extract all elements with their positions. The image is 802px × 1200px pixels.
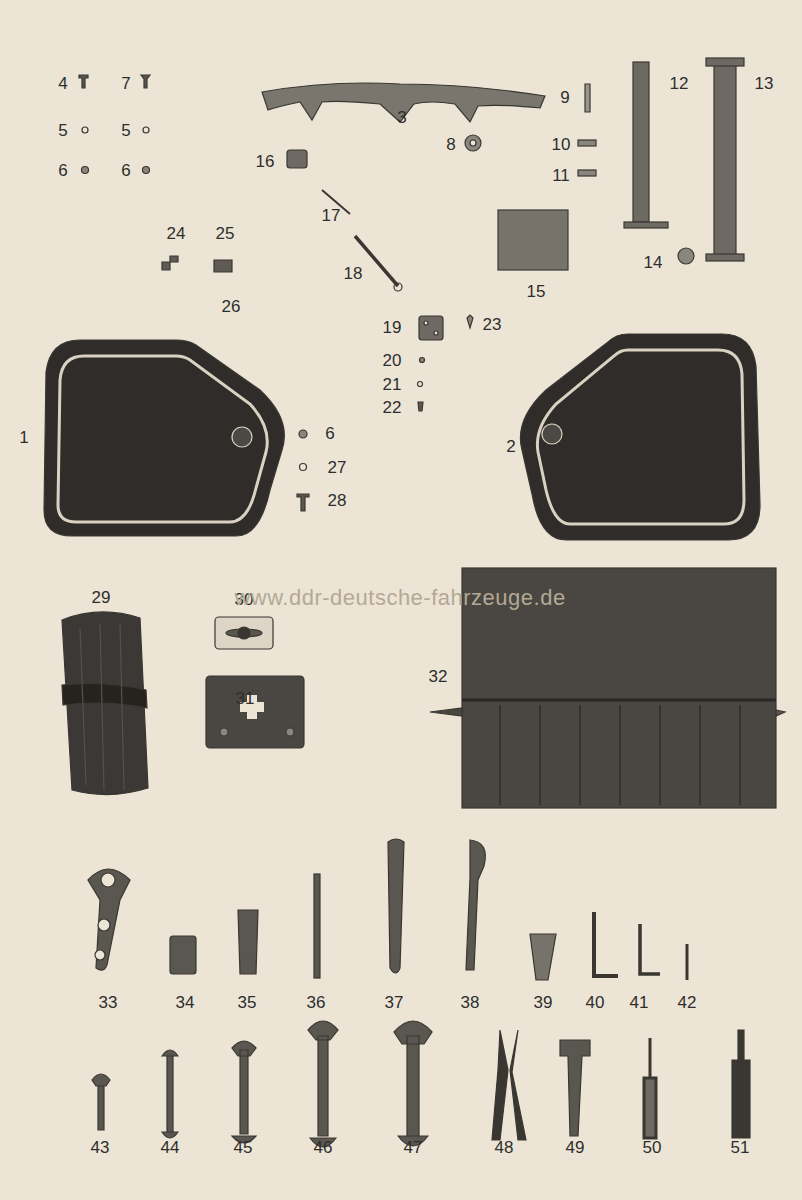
callout-number: 5 [58, 122, 67, 139]
callout-number: 32 [429, 668, 448, 685]
callout-number: 37 [385, 994, 404, 1011]
callout-number: 6 [121, 162, 130, 179]
callout-number: 43 [91, 1139, 110, 1156]
callout-number: 16 [256, 153, 275, 170]
callout-number: 38 [461, 994, 480, 1011]
callout-number: 8 [446, 136, 455, 153]
callout-number: 9 [560, 89, 569, 106]
callout-number: 41 [630, 994, 649, 1011]
callout-number: 51 [731, 1139, 750, 1156]
callout-number: 44 [161, 1139, 180, 1156]
callout-number: 14 [644, 254, 663, 271]
callout-number: 26 [222, 298, 241, 315]
callout-number: 42 [678, 994, 697, 1011]
callout-number: 1 [19, 429, 28, 446]
callout-number: 10 [552, 136, 571, 153]
callout-number: 39 [534, 994, 553, 1011]
callout-number: 23 [483, 316, 502, 333]
callout-number: 31 [236, 690, 255, 707]
callout-number: 20 [383, 352, 402, 369]
callout-number: 27 [328, 459, 347, 476]
callout-number: 33 [99, 994, 118, 1011]
callout-number: 24 [167, 225, 186, 242]
callout-number: 36 [307, 994, 326, 1011]
callout-number: 6 [58, 162, 67, 179]
callout-number: 2 [506, 438, 515, 455]
callout-number: 22 [383, 399, 402, 416]
callout-number: 28 [328, 492, 347, 509]
callout-number: 3 [397, 109, 406, 126]
callout-number: 12 [670, 75, 689, 92]
callout-number: 4 [58, 75, 67, 92]
watermark: www.ddr-deutsche-fahrzeuge.de [234, 587, 565, 609]
callout-number: 35 [238, 994, 257, 1011]
callout-number: 21 [383, 376, 402, 393]
callout-number: 11 [552, 167, 570, 184]
callout-number: 15 [527, 283, 546, 300]
callout-number: 49 [566, 1139, 585, 1156]
callout-number: 7 [121, 75, 130, 92]
callout-number: 5 [121, 122, 130, 139]
callout-number: 19 [383, 319, 402, 336]
callout-number: 40 [586, 994, 605, 1011]
callout-number: 17 [322, 207, 341, 224]
callout-number: 45 [234, 1139, 253, 1156]
callout-number: 46 [314, 1139, 333, 1156]
callout-number: 29 [92, 589, 111, 606]
callout-number: 25 [216, 225, 235, 242]
callout-number: 18 [344, 265, 363, 282]
callout-number: 48 [495, 1139, 514, 1156]
callout-number: 47 [404, 1139, 423, 1156]
callout-number: 34 [176, 994, 195, 1011]
callout-number: 13 [755, 75, 774, 92]
callout-number: 6 [325, 425, 334, 442]
callout-number: 50 [643, 1139, 662, 1156]
